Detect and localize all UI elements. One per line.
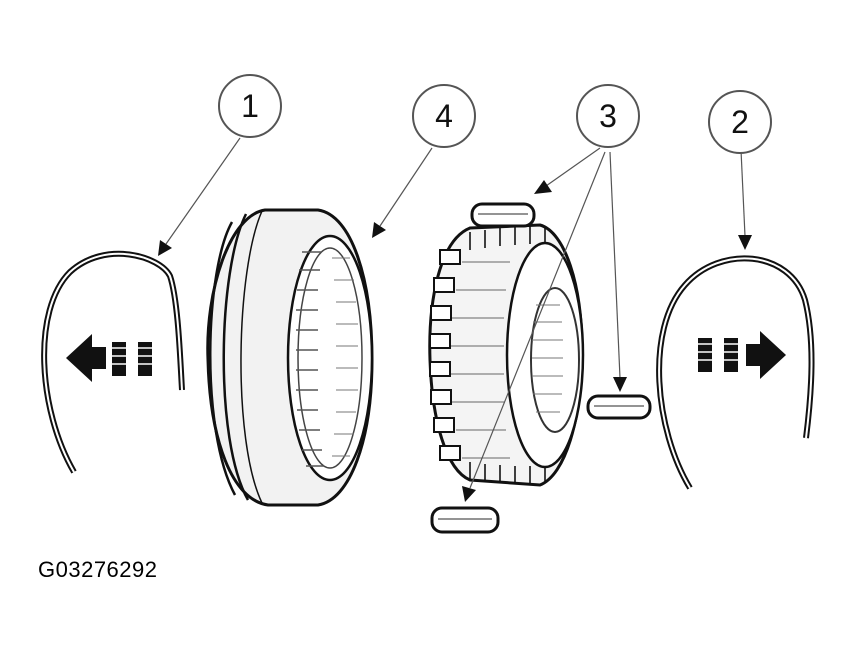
- arrow-right-icon: [698, 331, 786, 379]
- synchronizer-key-top: [470, 202, 536, 228]
- synchronizer-sleeve: [206, 208, 374, 507]
- figure-id: G03276292: [38, 557, 158, 582]
- leader-lines: [158, 137, 752, 502]
- callout-4: 4: [412, 84, 476, 148]
- snap-ring-left: [41, 250, 185, 474]
- callout-2: 2: [708, 90, 772, 154]
- callout-2-label: 2: [731, 104, 749, 140]
- callout-4-label: 4: [435, 98, 453, 134]
- callout-1-label: 1: [241, 88, 259, 124]
- synchronizer-hub: [428, 223, 585, 487]
- arrow-left-icon: [66, 334, 152, 382]
- snap-ring-right: [656, 255, 815, 490]
- callout-1: 1: [218, 74, 282, 138]
- callout-3: 3: [576, 84, 640, 148]
- synchronizer-key-bottom: [430, 506, 500, 534]
- callout-3-label: 3: [599, 98, 617, 134]
- synchronizer-key-right: [586, 394, 652, 420]
